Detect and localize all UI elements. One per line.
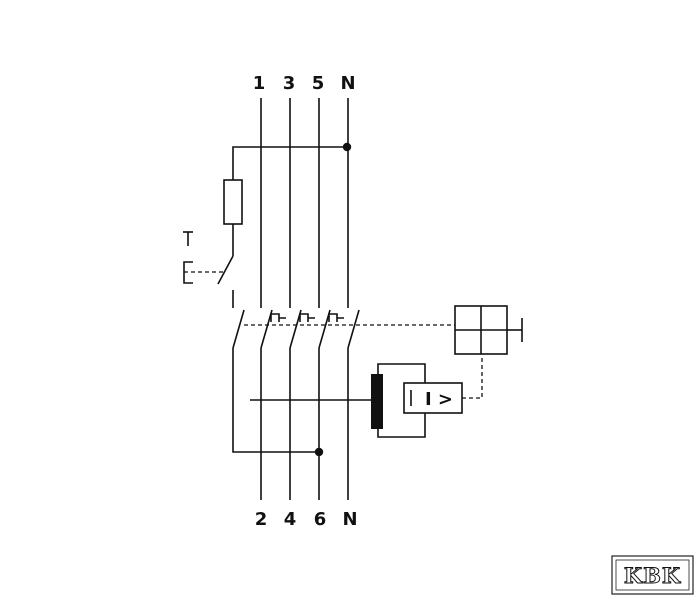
test-return-wire: [232, 348, 319, 453]
terminal-label-n-bottom: N: [342, 509, 357, 530]
trip-relay-label: I >: [425, 389, 453, 410]
kbk-logo: KBK: [611, 555, 694, 595]
junction-dot-bottom: [314, 447, 324, 457]
trip-relay-unit: I >: [403, 355, 483, 414]
terminal-label-1: 1: [253, 73, 266, 94]
switch-contact-3[interactable]: [289, 309, 302, 349]
terminal-label-3: 3: [283, 73, 296, 94]
transformer-core: [371, 374, 383, 429]
switch-contacts[interactable]: [232, 309, 455, 349]
latch-icon-3: [299, 313, 315, 322]
latch-icon-1: [270, 313, 286, 322]
test-button-contact: [217, 255, 234, 285]
secondary-wire-top: [377, 363, 426, 383]
test-circuit: [183, 142, 352, 308]
logo-frame: [611, 555, 694, 595]
trip-relay-box: [403, 382, 463, 414]
test-circuit-wire: [232, 146, 347, 180]
terminal-label-6: 6: [314, 509, 327, 530]
logo-text: KBK: [624, 563, 681, 588]
bottom-terminal-labels: 2 4 6 N: [255, 509, 358, 530]
secondary-wire-bottom: [377, 413, 426, 438]
latch-icon-5: [328, 313, 344, 322]
switch-contact-1[interactable]: [260, 309, 273, 349]
terminal-label-n-top: N: [340, 73, 355, 94]
terminal-label-4: 4: [284, 509, 297, 530]
top-terminal-labels: 1 3 5 N: [253, 73, 356, 94]
switch-contact-5[interactable]: [318, 309, 331, 349]
switch-contact-n[interactable]: [347, 309, 360, 349]
terminal-label-2: 2: [255, 509, 268, 530]
lower-conductors: [232, 348, 349, 500]
upper-conductors: [260, 98, 349, 308]
trip-mechanism: [454, 305, 523, 355]
relay-trigger-link: [462, 355, 483, 399]
current-transformer: [250, 363, 426, 438]
terminal-label-5: 5: [312, 73, 325, 94]
test-resistor: [223, 179, 243, 225]
logo-inner-frame: [615, 559, 690, 591]
switch-contact-test[interactable]: [232, 309, 245, 349]
